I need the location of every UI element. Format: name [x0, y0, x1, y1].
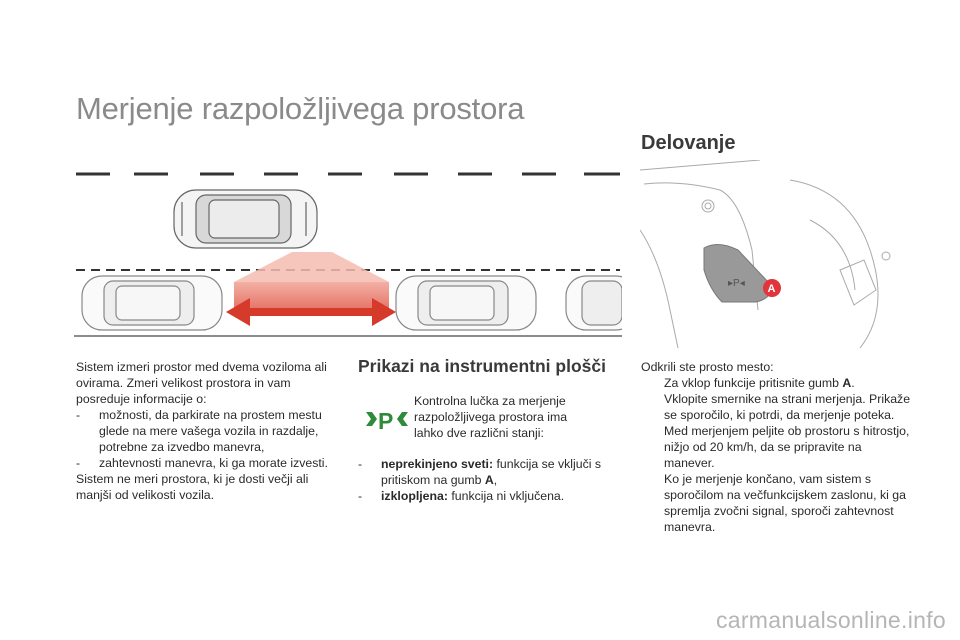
measurement-arrow-icon — [226, 298, 396, 326]
operation-lead: Odkrili ste prosto mesto: — [641, 360, 774, 374]
intro-text-block: Sistem izmeri prostor med dvema voziloma… — [76, 359, 346, 503]
svg-text:P: P — [378, 408, 393, 434]
indicator-states: - neprekinjeno sveti: funkcija se vključ… — [358, 456, 618, 504]
measuring-car — [173, 189, 318, 249]
list-item: -možnosti, da parkirate na prostem mestu… — [76, 408, 322, 454]
bullet-icon — [641, 391, 664, 423]
parking-space-measure-indicator-icon: P — [366, 408, 408, 434]
operation-text-block: Odkrili ste prosto mesto: Za vklop funkc… — [641, 359, 911, 535]
bullet-icon — [641, 375, 664, 391]
parking-space-illustration — [74, 172, 622, 337]
list-item: Za vklop funkcije pritisnite gumb A. — [641, 375, 911, 391]
indicator-description: Kontrolna lučka za merjenje razpoložljiv… — [414, 394, 568, 440]
list-item: Vklopite smernike na strani merjenja. Pr… — [641, 391, 911, 423]
bullet-icon — [641, 423, 664, 471]
parked-car-right — [395, 275, 537, 331]
section-heading-prikazi: Prikazi na instrumentni plošči — [358, 356, 606, 376]
list-item: -zahtevnosti manevra, ki ga morate izves… — [76, 456, 328, 470]
list-item: Med merjenjem peljite ob prostoru s hitr… — [641, 423, 911, 471]
page-title: Merjenje razpoložljivega prostora — [76, 91, 525, 126]
parked-car-left — [81, 275, 223, 331]
limitation-paragraph: Sistem ne meri prostora, ki je dosti več… — [76, 472, 309, 502]
park-sensor-button: ▸P◂ — [703, 244, 772, 303]
dashboard-button-illustration: ▸P◂ A — [640, 160, 891, 349]
measurement-zone — [234, 252, 389, 282]
watermark: carmanualsonline.info — [715, 607, 946, 633]
parked-car-far-right — [565, 275, 622, 331]
list-item: Ko je merjenje končano, vam sistem s spo… — [641, 471, 911, 535]
svg-text:A: A — [768, 283, 776, 295]
intro-paragraph: Sistem izmeri prostor med dvema voziloma… — [76, 360, 327, 406]
section-heading-delovanje: Delovanje — [641, 132, 736, 154]
list-item: - neprekinjeno sveti: funkcija se vključ… — [358, 457, 602, 487]
bullet-icon — [641, 471, 664, 535]
svg-text:▸P◂: ▸P◂ — [728, 278, 745, 289]
callout-a-badge — [763, 279, 781, 297]
list-item: - izklopljena: funkcija ni vključena. — [358, 489, 565, 503]
